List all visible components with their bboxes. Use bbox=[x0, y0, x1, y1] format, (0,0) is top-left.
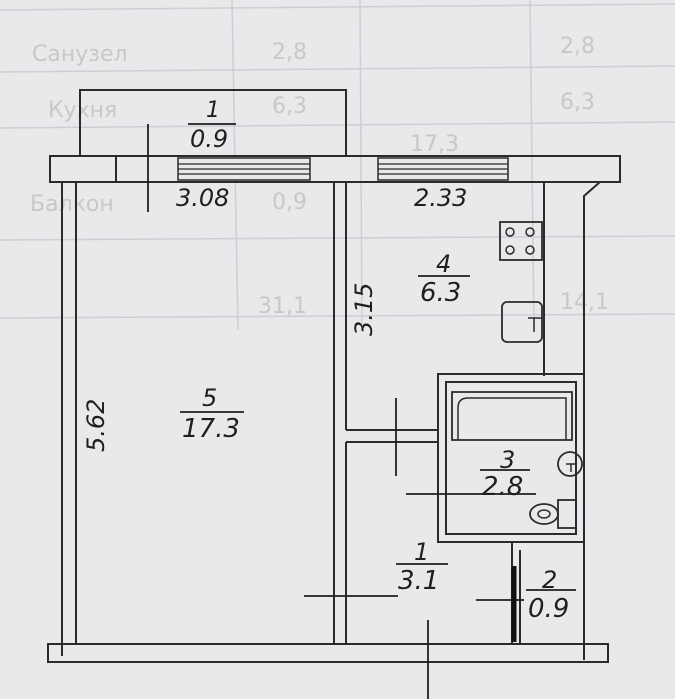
kitchen-number: 4 bbox=[436, 250, 452, 278]
background-grid bbox=[0, 0, 675, 331]
kitchen-width-dimension: 2.33 bbox=[414, 184, 468, 212]
bg-row2-label: Кухня bbox=[48, 98, 118, 123]
kitchen-sink bbox=[501, 301, 543, 343]
bathroom-number: 3 bbox=[500, 446, 516, 474]
living-room-number: 5 bbox=[202, 384, 218, 412]
bathroom-sink bbox=[557, 451, 583, 477]
room-depth-dimension: 5.62 bbox=[82, 398, 110, 452]
section-marks bbox=[147, 124, 536, 699]
kitchen-depth-dimension: 3.15 bbox=[350, 282, 378, 336]
bg-row3-b: 17,3 bbox=[410, 132, 459, 157]
bathroom-area: 2.8 bbox=[482, 472, 524, 502]
bg-row1-label: Санузел bbox=[32, 42, 128, 67]
bg-row1-a: 2,8 bbox=[272, 40, 307, 65]
fraction-bars bbox=[180, 123, 576, 591]
hallway-area: 3.1 bbox=[398, 566, 440, 596]
bathtub-inner bbox=[457, 397, 567, 440]
bg-row2-b: 6,3 bbox=[560, 90, 595, 115]
bg-total-a: 31,1 bbox=[258, 294, 307, 319]
hallway-number: 1 bbox=[414, 538, 430, 566]
bg-row4-label: Балкон bbox=[30, 192, 114, 217]
toilet bbox=[529, 499, 577, 529]
room-width-dimension: 3.08 bbox=[176, 184, 230, 212]
toilet-area: 0.9 bbox=[528, 594, 570, 624]
kitchen-area: 6.3 bbox=[420, 278, 462, 308]
balcony-number: 1 bbox=[206, 98, 220, 123]
bg-row2-a: 6,3 bbox=[272, 94, 307, 119]
bathtub bbox=[451, 391, 573, 441]
top-wall bbox=[49, 155, 621, 183]
stove bbox=[499, 221, 543, 261]
balcony-area: 0.9 bbox=[190, 125, 229, 153]
bg-row4-a: 0,9 bbox=[272, 190, 307, 215]
living-room-area: 17.3 bbox=[182, 414, 240, 444]
bg-row1-b: 2,8 bbox=[560, 34, 595, 59]
toilet-number: 2 bbox=[542, 566, 558, 594]
outer-walls bbox=[47, 156, 621, 663]
interior-walls bbox=[333, 182, 585, 645]
